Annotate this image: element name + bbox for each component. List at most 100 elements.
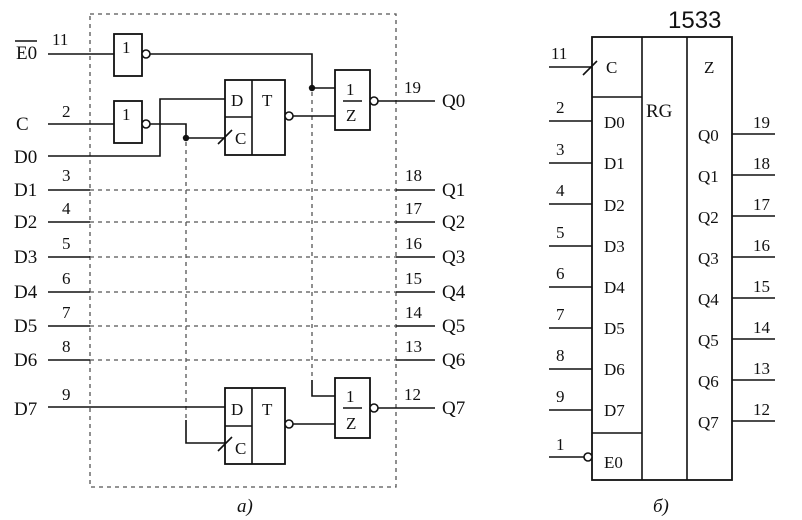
chip-output-label: Q7 (698, 413, 719, 432)
input-e0-pin: 11 (52, 30, 68, 49)
trigger-0-c-label: C (235, 129, 246, 148)
chip-output-label: Q4 (698, 290, 719, 309)
chip-input-pin: 9 (556, 387, 565, 406)
input-e0-label: E0 (16, 43, 37, 64)
e0-enable-bus (150, 53, 335, 89)
figure-a-frame (89, 13, 397, 488)
chip-output-pin: 13 (753, 359, 770, 378)
chip-input-label: D2 (604, 196, 625, 215)
buffer-7-bubble (369, 403, 379, 413)
input-d6-pin: 8 (62, 337, 71, 356)
chip-input-label: D6 (604, 360, 625, 379)
chip-output-pin: 12 (753, 400, 770, 419)
chip-output-label: Q6 (698, 372, 719, 391)
chip-output-pin: 19 (753, 113, 770, 132)
e0-enable-q7 (311, 380, 335, 397)
chip-output-label: Q5 (698, 331, 719, 350)
input-d3-pin: 5 (62, 234, 71, 253)
chip-title: 1533 (668, 7, 721, 34)
input-d7-label: D7 (14, 399, 37, 420)
chip-body (591, 36, 733, 481)
c-inverter-label: 1 (122, 105, 131, 124)
figure-a-caption: а) (237, 496, 253, 517)
buffer-7-one: 1 (346, 387, 355, 406)
chip-clock-slash (582, 60, 598, 76)
e0-inverter-bubble (141, 49, 151, 59)
chip-output-label: Q2 (698, 208, 719, 227)
chip-input-label: D5 (604, 319, 625, 338)
dashed-rows: D1 3 18 Q1 D2 4 17 Q2 D3 5 16 Q3 D4 6 (14, 166, 466, 371)
chip-output-pin: 17 (753, 195, 771, 214)
chip-enable-bubble (583, 452, 593, 462)
chip-input-label: D4 (604, 278, 625, 297)
output-q4-label: Q4 (442, 282, 466, 303)
input-d4-pin: 6 (62, 269, 71, 288)
trigger-0-clock-slash (217, 129, 233, 145)
output-q7-pin: 12 (404, 385, 421, 404)
output-q0-label: Q0 (442, 91, 465, 112)
chip-output-pin: 14 (753, 318, 771, 337)
input-d6-label: D6 (14, 350, 37, 371)
c-clock-q7 (185, 420, 225, 444)
chip-output-label: Q3 (698, 249, 719, 268)
trigger-7-d-label: D (231, 400, 243, 419)
chip-enable-pin: 1 (556, 435, 565, 454)
buffer-7-z: Z (346, 414, 356, 433)
input-d2-label: D2 (14, 212, 37, 233)
input-d5-pin: 7 (62, 303, 71, 322)
buffer-7 (334, 377, 371, 439)
input-c-label: C (16, 114, 29, 135)
input-d1-label: D1 (14, 180, 37, 201)
chip-output-label: Q1 (698, 167, 719, 186)
d0-wire (48, 98, 225, 157)
output-q1-label: Q1 (442, 180, 465, 201)
figure-b-caption: б) (653, 496, 669, 517)
trigger-7-t-label: T (262, 400, 273, 419)
buffer-0-bubble (369, 96, 379, 106)
c-junction-dot (182, 134, 190, 142)
chip-inputs: 2 D0 3 D1 4 D2 5 D3 6 D4 7 D5 8 D6 9 D7 (549, 98, 625, 420)
trigger-7-clock-slash (217, 436, 233, 452)
input-d2-pin: 4 (62, 199, 71, 218)
chip-outputs: Q0 19 Q1 18 Q2 17 Q3 16 Q4 15 Q5 14 Q6 1… (698, 113, 775, 432)
chip-clock-label: C (606, 58, 617, 77)
figure-b: 1533 RG Z 11 C 2 D0 3 D1 4 D2 5 D3 6 (549, 7, 775, 517)
chip-input-pin: 3 (556, 140, 565, 159)
output-q0-pin: 19 (404, 78, 421, 97)
c-clock-bus (150, 123, 225, 139)
buffer-0-one: 1 (346, 80, 355, 99)
input-d4-label: D4 (14, 282, 38, 303)
trigger-7-c-label: C (235, 439, 246, 458)
input-d3-label: D3 (14, 247, 37, 268)
e0-inverter (113, 33, 143, 77)
trigger-0-output-bubble (284, 111, 294, 121)
chip-output-pin: 16 (753, 236, 770, 255)
output-q2-pin: 17 (405, 199, 423, 218)
chip-enable-label: E0 (604, 453, 623, 472)
chip-output-label: Q0 (698, 126, 719, 145)
input-c-pin: 2 (62, 102, 71, 121)
buffer-0-z: Z (346, 106, 356, 125)
chip-input-pin: 7 (556, 305, 565, 324)
output-q5-pin: 14 (405, 303, 423, 322)
input-d7-pin: 9 (62, 385, 71, 404)
trigger-0-t-label: T (262, 91, 273, 110)
output-q3-label: Q3 (442, 247, 465, 268)
output-q4-pin: 15 (405, 269, 422, 288)
e0-inverter-label: 1 (122, 38, 131, 57)
output-q7-label: Q7 (442, 398, 465, 419)
chip-input-pin: 8 (556, 346, 565, 365)
chip-clock-pin: 11 (551, 44, 567, 63)
chip-input-label: D7 (604, 401, 625, 420)
chip-z-label: Z (704, 58, 714, 77)
input-d1-pin: 3 (62, 166, 71, 185)
chip-input-pin: 6 (556, 264, 565, 283)
e0-junction-dot (308, 84, 316, 92)
chip-input-pin: 5 (556, 223, 565, 242)
chip-input-pin: 4 (556, 181, 565, 200)
chip-output-pin: 15 (753, 277, 770, 296)
trigger-7-output-bubble (284, 419, 294, 429)
input-d0-label: D0 (14, 147, 37, 168)
c-inverter-bubble (141, 119, 151, 129)
